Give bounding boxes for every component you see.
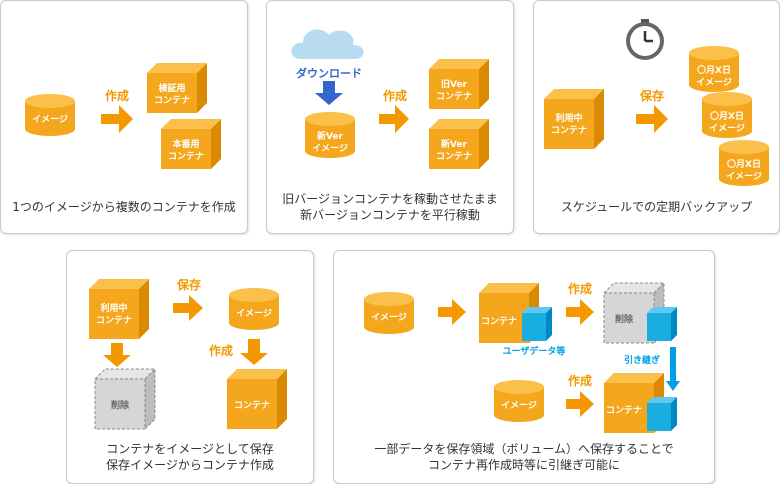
volume-box-2	[647, 307, 677, 341]
create-label: 作成	[105, 88, 129, 103]
create-arrow: 作成	[209, 339, 268, 365]
panel-parallel-versions: ダウンロード 新Ver イメージ 作成 旧Ver コンテナ 新Ver コンテ	[266, 0, 514, 234]
container-label: コンテナ	[481, 316, 517, 327]
user-data-label: ユーザデータ等	[503, 345, 566, 357]
panel-caption: スケジュールでの定期バックアップ	[560, 200, 753, 214]
new-box-label: コンテナ	[234, 400, 270, 411]
verification-container-box: 検証用 コンテナ	[147, 63, 207, 113]
down-arrow	[103, 343, 131, 367]
panel-multiple-containers: イメージ 作成 検証用 コンテナ 本番用 コンテナ 1つのイメージから複数のコン…	[0, 0, 248, 234]
handover-label: 引き継ぎ	[624, 354, 660, 366]
box-bottom-label-2: コンテナ	[436, 151, 472, 162]
box-label-2: コンテナ	[96, 315, 132, 326]
save-arrow: 保存	[173, 277, 203, 321]
image-label-2: イメージ	[312, 143, 348, 154]
create-arrow-2: 作成	[566, 373, 594, 417]
volume-box-3	[647, 397, 677, 431]
new-container-box: コンテナ	[604, 373, 664, 433]
panel-caption: 一部データを保存領域（ボリューム）へ保存することで コンテナ再作成時等に引継ぎ可…	[374, 442, 674, 472]
download-arrow-icon	[315, 81, 343, 105]
box-bottom-label-1: 新Ver	[441, 138, 468, 150]
save-arrow: 保存	[636, 88, 668, 133]
image-3-label-2: イメージ	[726, 171, 762, 182]
panel-caption: コンテナをイメージとして保存 保存イメージからコンテナ作成	[106, 442, 274, 472]
cloud-icon: ダウンロード	[291, 29, 364, 80]
image-3-label-1: 〇月X日	[727, 158, 761, 170]
new-container-box: コンテナ	[227, 369, 287, 429]
create2-label: 作成	[568, 373, 592, 388]
image-label: イメージ	[32, 114, 68, 125]
production-container-box: 本番用 コンテナ	[161, 119, 221, 169]
panel-volume-persistence: イメージ コンテナ ユーザデータ等 作成 削除	[333, 250, 715, 484]
box-label-2: コンテナ	[551, 125, 587, 136]
box-top-label-2: コンテナ	[436, 91, 472, 102]
save-label: 保存	[176, 277, 201, 292]
panel-scheduled-backup: 利用中 コンテナ 保存 〇月X日 イメージ 〇月X日 イメージ 〇月X日 イメー…	[533, 0, 780, 234]
image2-label: イメージ	[501, 400, 537, 411]
handover-arrow: 引き継ぎ	[624, 347, 680, 391]
box-label-1: 利用中	[99, 302, 127, 314]
create-arrow-1: 作成	[566, 281, 594, 325]
panel-caption: 1つのイメージから複数のコンテナを作成	[12, 200, 236, 214]
clock-icon	[626, 19, 664, 60]
backup-image-cylinder-2: 〇月X日 イメージ	[702, 92, 752, 138]
create-label: 作成	[383, 88, 407, 103]
box-top-label-1: 検証用	[158, 82, 185, 94]
download-label: ダウンロード	[296, 66, 362, 80]
box-bottom-label-2: コンテナ	[168, 151, 204, 162]
saved-image-cylinder: イメージ	[229, 288, 279, 330]
box-top-label-2: コンテナ	[154, 95, 190, 106]
deleted-label: 削除	[111, 399, 130, 411]
panel-caption: 旧バージョンコンテナを稼動させたまま 新バージョンコンテナを平行稼動	[282, 192, 498, 222]
new-version-container-box: 新Ver コンテナ	[429, 119, 489, 169]
image-1-label-1: 〇月X日	[697, 64, 731, 76]
save-label: 保存	[639, 88, 664, 103]
arrow-1	[438, 299, 466, 325]
image-label: イメージ	[371, 312, 407, 323]
box-bottom-label-1: 本番用	[172, 138, 199, 150]
volume-box: ユーザデータ等	[503, 307, 566, 357]
backup-image-cylinder-3: 〇月X日 イメージ	[719, 140, 769, 186]
in-use-container-box: 利用中 コンテナ	[89, 279, 149, 339]
box-top-label-1: 旧Ver	[441, 78, 468, 90]
box-label-1: 利用中	[554, 112, 582, 124]
old-version-container-box: 旧Ver コンテナ	[429, 59, 489, 109]
create-label: 作成	[568, 281, 592, 296]
image-1-label-2: イメージ	[696, 77, 732, 88]
deleted-container-box: 削除	[93, 367, 157, 431]
create-arrow: 作成	[101, 88, 133, 133]
create-label: 作成	[209, 343, 233, 358]
deleted-label: 削除	[615, 313, 634, 325]
in-use-container-box: 利用中 コンテナ	[544, 89, 604, 149]
create-arrow: 作成	[379, 88, 409, 133]
image-label-1: 新Ver	[317, 130, 344, 142]
image-cylinder-2: イメージ	[494, 380, 544, 422]
image-cylinder: イメージ	[25, 94, 75, 136]
deleted-container-box: 削除	[602, 281, 666, 345]
panel-save-as-image: 利用中 コンテナ 削除 保存 イメージ 作成 コンテナ	[66, 250, 314, 484]
image-2-label-1: 〇月X日	[710, 110, 744, 122]
image-2-label-2: イメージ	[709, 123, 745, 134]
container-box: コンテナ	[479, 283, 539, 343]
image-cylinder: イメージ	[364, 292, 414, 334]
new-version-image-cylinder: 新Ver イメージ	[305, 112, 355, 158]
backup-image-cylinder-1: 〇月X日 イメージ	[689, 46, 739, 92]
image-label: イメージ	[236, 308, 272, 319]
container2-label: コンテナ	[606, 405, 642, 416]
